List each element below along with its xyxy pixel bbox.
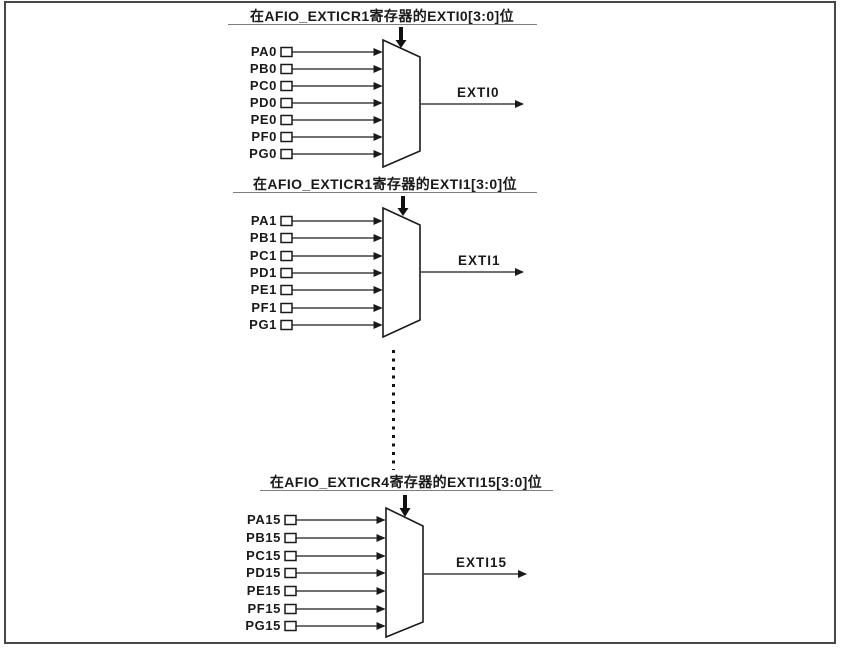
output-label: EXTI15: [456, 555, 507, 570]
port-label: PB15: [246, 530, 281, 545]
output-label: EXTI0: [457, 85, 500, 100]
input-row: PC0: [250, 78, 383, 93]
pin-square: [284, 567, 297, 579]
port-label: PA15: [247, 512, 281, 527]
input-row: PB1: [250, 230, 383, 245]
port-label: PE0: [251, 112, 277, 127]
pin-square: [280, 302, 293, 314]
select-arrow-icon: [399, 495, 411, 517]
input-row: PA15: [247, 512, 386, 527]
pin-square: [280, 148, 293, 160]
select-arrow-head: [395, 40, 407, 48]
port-label: PC0: [250, 78, 277, 93]
port-label: PC15: [246, 548, 281, 563]
input-row: PD0: [250, 95, 383, 110]
port-label: PF15: [248, 601, 281, 616]
pin-square: [284, 532, 297, 544]
input-row: PC1: [250, 248, 383, 263]
input-row: PE1: [251, 282, 383, 297]
register-label: 在AFIO_EXTICR1寄存器的EXTI0[3:0]位: [250, 8, 514, 24]
input-row: PB0: [250, 61, 383, 76]
port-label: PB1: [250, 230, 277, 245]
pin-square: [284, 514, 297, 526]
pin-square: [280, 250, 293, 262]
input-row: PF0: [251, 129, 383, 144]
port-label: PG15: [245, 618, 281, 633]
pin-square: [280, 284, 293, 296]
pin-square: [280, 80, 293, 92]
input-row: PA1: [251, 213, 383, 228]
mux-shape: [382, 206, 421, 339]
page-border: [4, 1, 836, 644]
port-label: PC1: [250, 248, 277, 263]
input-row: PF1: [251, 300, 383, 315]
select-arrow-head: [397, 208, 409, 216]
output-label: EXTI1: [458, 253, 501, 268]
port-label: PD1: [250, 265, 277, 280]
pin-square: [284, 603, 297, 615]
port-label: PG1: [249, 317, 277, 332]
mux-block-exti0: 在AFIO_EXTICR1寄存器的EXTI0[3:0]位 PA0 PB0 PC0…: [228, 8, 537, 169]
input-row: PD1: [250, 265, 383, 280]
select-arrow-icon: [395, 27, 407, 48]
pin-square: [280, 267, 293, 279]
select-arrow-icon: [397, 196, 409, 216]
input-row: PE15: [247, 583, 386, 598]
pin-square: [280, 232, 293, 244]
input-row: PG1: [249, 317, 383, 332]
input-row: PD15: [246, 565, 386, 580]
port-label: PF0: [251, 129, 277, 144]
pin-square: [280, 46, 293, 58]
mux-block-exti1: 在AFIO_EXTICR1寄存器的EXTI1[3:0]位 PA1 PB1 PC1…: [233, 176, 537, 339]
pin-square: [280, 97, 293, 109]
pin-square: [280, 215, 293, 227]
port-label: PG0: [249, 146, 277, 161]
pin-square: [280, 131, 293, 143]
input-row: PB15: [246, 530, 386, 545]
mux-shape: [382, 38, 421, 169]
pin-square: [280, 319, 293, 331]
input-row: PF15: [248, 601, 386, 616]
port-label: PE15: [247, 583, 281, 598]
input-row: PE0: [251, 112, 383, 127]
register-label: 在AFIO_EXTICR4寄存器的EXTI15[3:0]位: [270, 474, 542, 490]
pin-square: [284, 550, 297, 562]
select-arrow-head: [399, 508, 411, 517]
port-label: PD15: [246, 565, 281, 580]
port-label: PF1: [251, 300, 277, 315]
port-label: PB0: [250, 61, 277, 76]
pin-square: [284, 585, 297, 597]
port-label: PA1: [251, 213, 277, 228]
input-row: PC15: [246, 548, 386, 563]
port-label: PE1: [251, 282, 277, 297]
input-row: PG15: [245, 618, 386, 633]
input-row: PG0: [249, 146, 383, 161]
port-label: PA0: [251, 44, 277, 59]
pin-square: [280, 63, 293, 75]
input-row: PA0: [251, 44, 383, 59]
pin-square: [280, 114, 293, 126]
register-label: 在AFIO_EXTICR1寄存器的EXTI1[3:0]位: [253, 176, 517, 192]
mux-block-exti15: 在AFIO_EXTICR4寄存器的EXTI15[3:0]位 PA15 PB15 …: [245, 474, 553, 639]
port-label: PD0: [250, 95, 277, 110]
mux-shape: [385, 506, 424, 639]
pin-square: [284, 620, 297, 632]
